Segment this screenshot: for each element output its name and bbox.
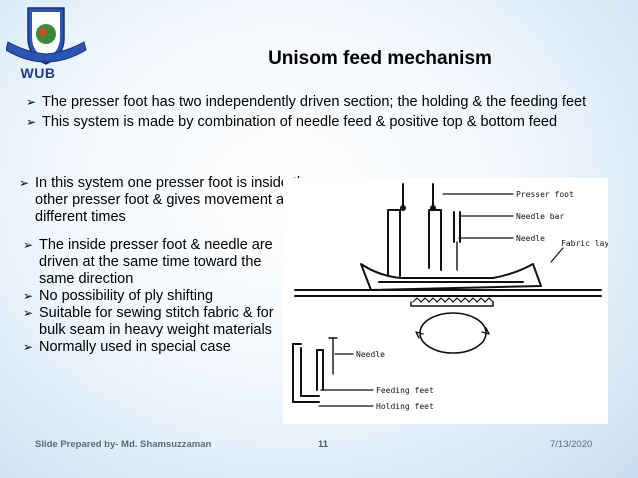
label-feeding-feet: Feeding feet (376, 386, 434, 395)
arrow-bullet-icon: ➢ (26, 115, 37, 129)
bullet-item: ➢In this system one presser foot is insi… (19, 175, 314, 225)
arrow-bullet-icon: ➢ (23, 306, 34, 320)
feed-mechanism-diagram: Presser foot Needle bar Needle Fabric la… (283, 178, 619, 424)
footer-date: 7/13/2020 (550, 439, 593, 450)
arrow-bullet-icon: ➢ (23, 238, 34, 252)
label-presser-foot: Presser foot (516, 190, 574, 199)
slide-title: Unisom feed mechanism (268, 48, 492, 69)
bullet-item: ➢Normally used in special case (23, 339, 231, 355)
footer-author: Slide Prepared by- Md. Shamsuzzaman (35, 439, 212, 450)
label-needle: Needle (516, 234, 545, 243)
bullet-item: ➢The inside presser foot & needle are dr… (23, 237, 273, 287)
bullet-item: ➢No possibility of ply shifting (23, 288, 214, 304)
mechanism-drawing: Presser foot Needle bar Needle Fabric la… (292, 183, 619, 411)
footer-page-number: 11 (318, 439, 329, 450)
label-needle-bottom: Needle (356, 350, 385, 359)
arrow-bullet-icon: ➢ (23, 340, 34, 354)
bullet-item: ➢This system is made by combination of n… (26, 114, 558, 130)
arrow-bullet-icon: ➢ (26, 95, 37, 109)
bullet-item: ➢The presser foot has two independently … (26, 94, 587, 110)
university-logo: WUB (5, 4, 98, 84)
crest-icon (5, 7, 87, 65)
label-fabric-layer: Fabric layer (561, 239, 608, 248)
label-holding-feet: Holding feet (376, 402, 434, 411)
bullet-item: ➢Suitable for sewing stitch fabric & for… (23, 305, 274, 338)
logo-text: WUB (20, 65, 56, 81)
bullet-list-top: ➢The presser foot has two independently … (26, 94, 606, 134)
arrow-bullet-icon: ➢ (19, 176, 30, 190)
bullet-list-mid: ➢In this system one presser foot is insi… (19, 175, 339, 226)
arrow-bullet-icon: ➢ (23, 289, 34, 303)
label-needle-bar: Needle bar (516, 212, 564, 221)
bullet-list-left: ➢The inside presser foot & needle are dr… (23, 237, 278, 356)
